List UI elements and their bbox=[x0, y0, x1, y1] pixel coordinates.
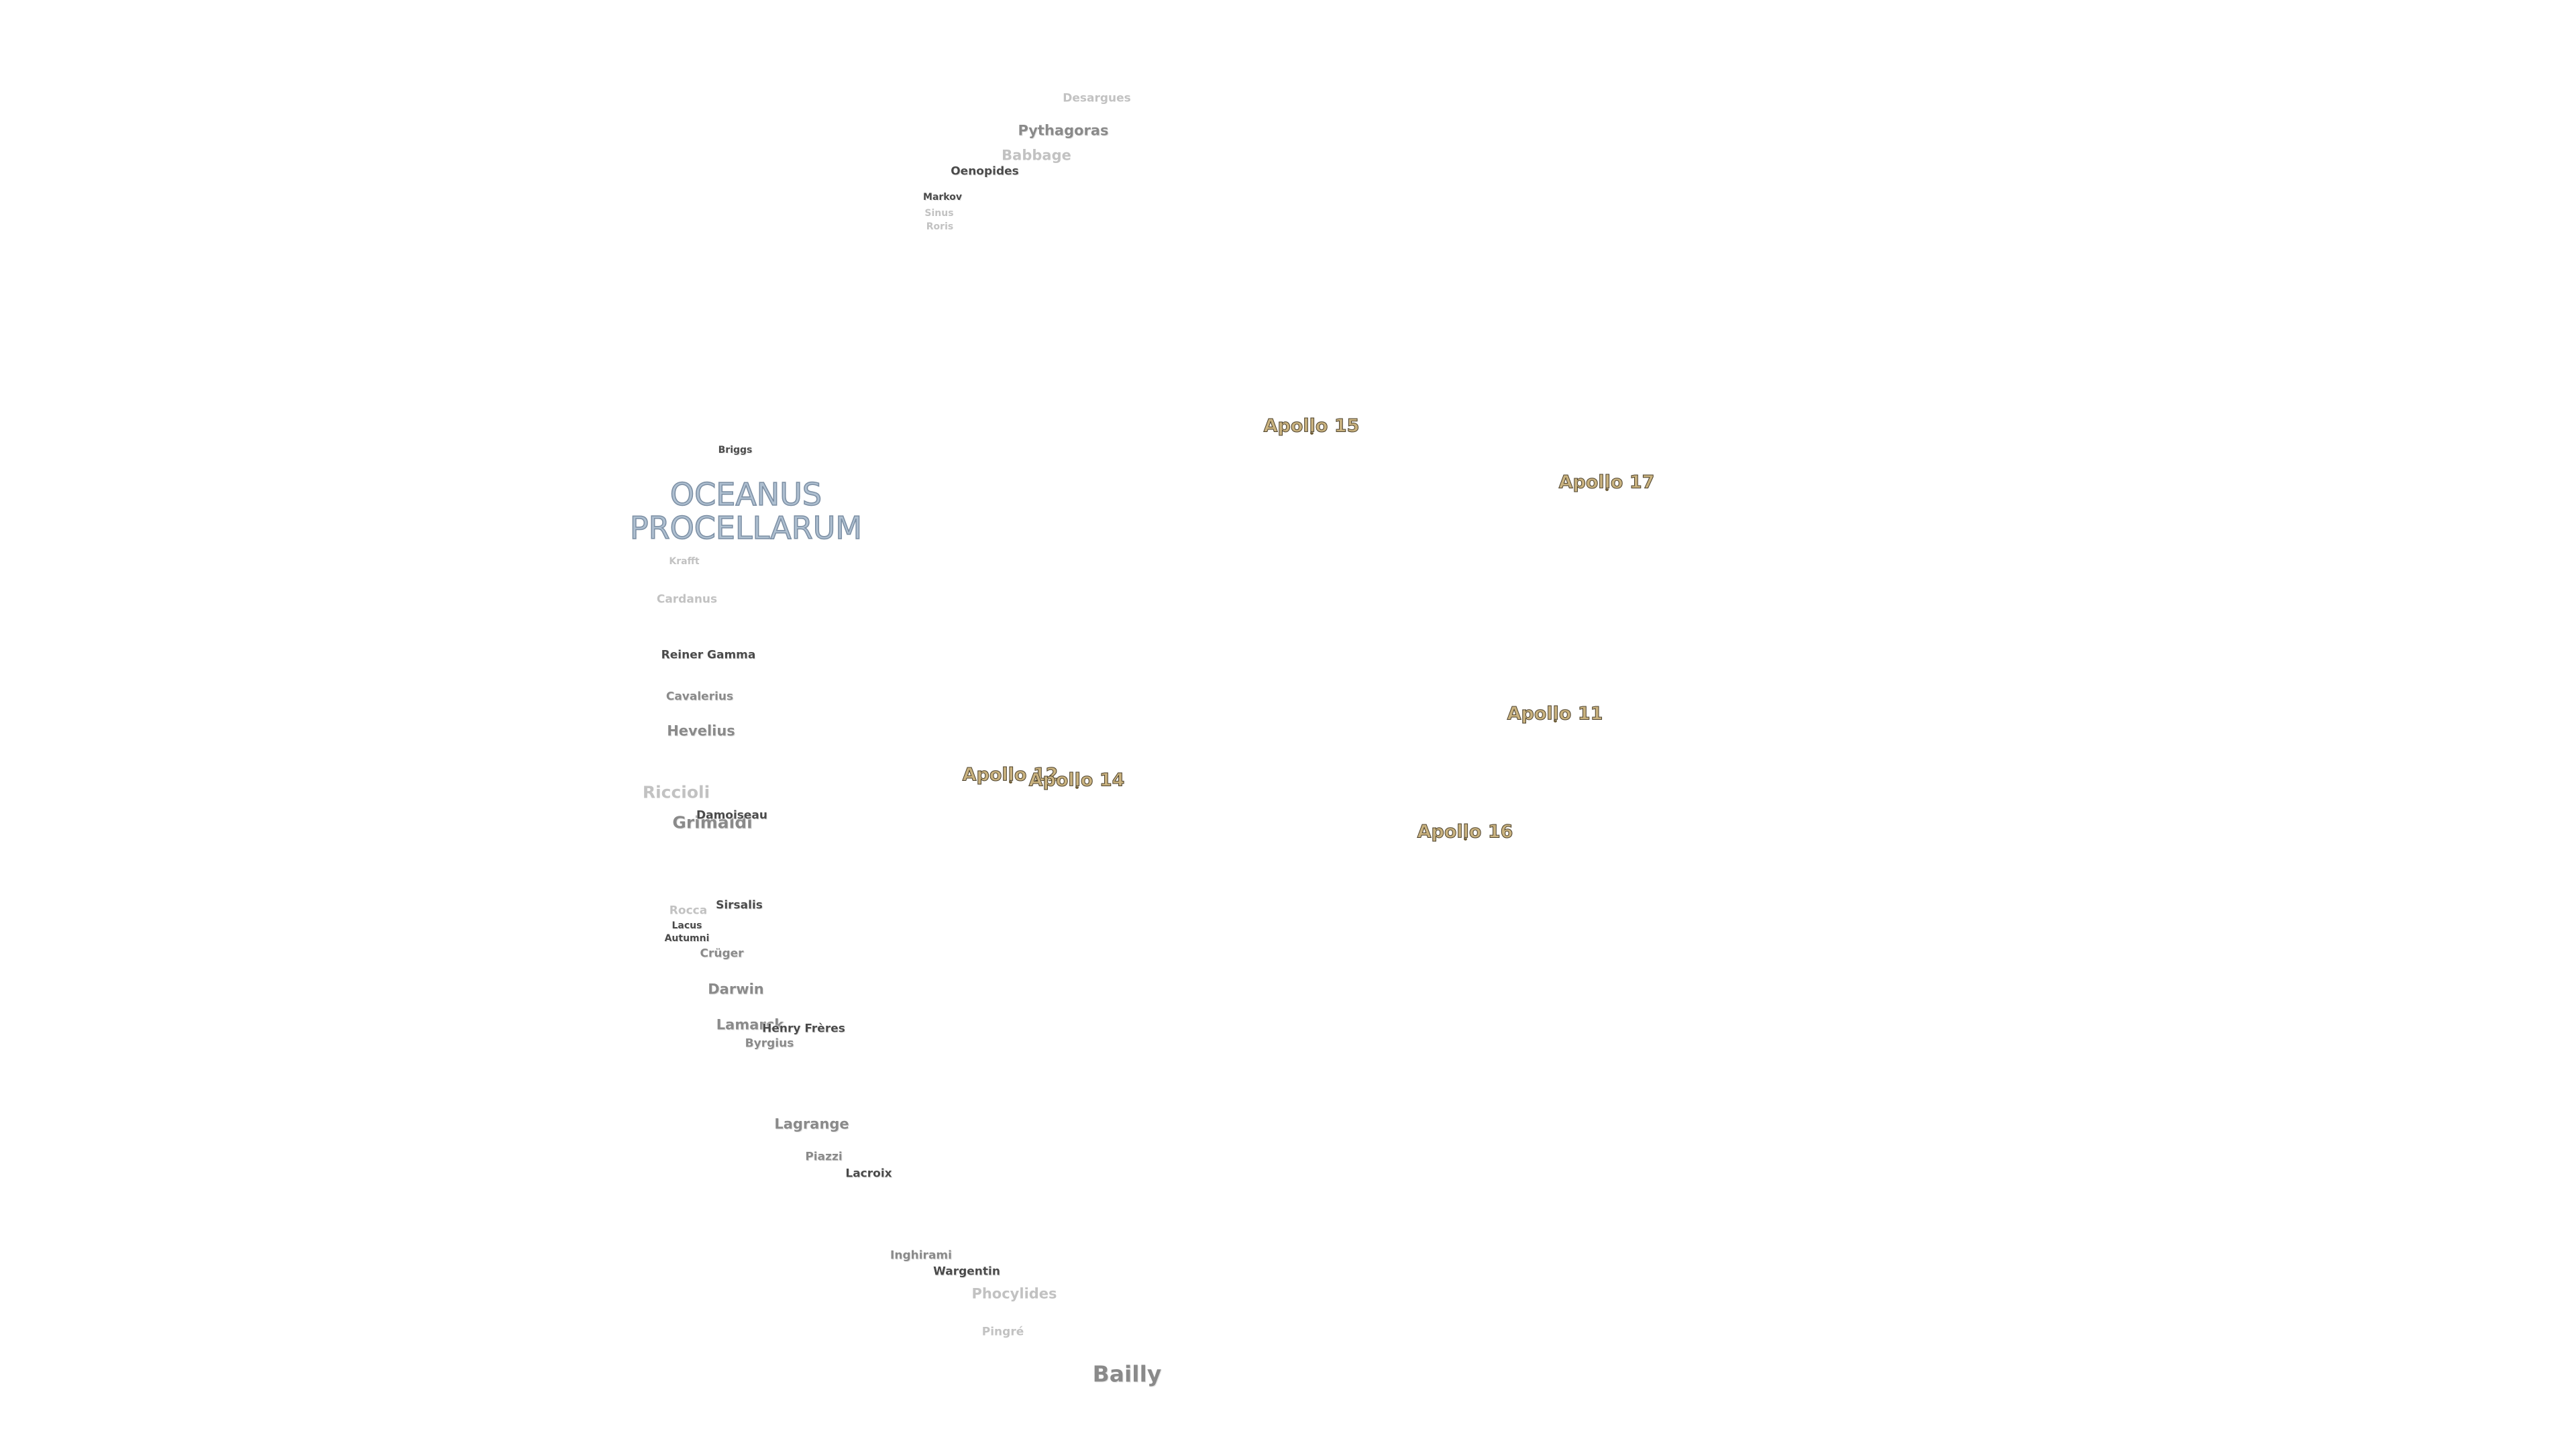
crater-label-pingre: Pingré bbox=[981, 1325, 1024, 1339]
crater-label-sirsalis: Sirsalis bbox=[716, 898, 763, 912]
crater-label-oenopides: Oenopides bbox=[951, 164, 1019, 178]
crater-label-pythagoras: Pythagoras bbox=[1018, 122, 1109, 139]
apollo-15-site-marker[interactable] bbox=[1309, 431, 1313, 435]
crater-label-rocca: Rocca bbox=[669, 904, 708, 918]
crater-label-lagrange: Lagrange bbox=[774, 1116, 849, 1132]
crater-label-damoiseau: Damoiseau bbox=[696, 808, 768, 822]
crater-label-piazzi: Piazzi bbox=[805, 1150, 843, 1164]
crater-label-phocylides: Phocylides bbox=[971, 1285, 1057, 1302]
apollo-label-apollo-16[interactable]: Apollo 16 bbox=[1417, 821, 1513, 843]
crater-label-reiner-gamma: Reiner Gamma bbox=[661, 648, 756, 662]
crater-label-cavalerius: Cavalerius bbox=[665, 690, 734, 704]
crater-label-markov: Markov bbox=[923, 192, 962, 203]
crater-label-wargentin: Wargentin bbox=[933, 1265, 1000, 1279]
crater-label-hevelius: Hevelius bbox=[667, 722, 735, 739]
crater-label-byrgius: Byrgius bbox=[745, 1036, 794, 1051]
apollo-label-apollo-11[interactable]: Apollo 11 bbox=[1507, 703, 1603, 724]
crater-label-grimaldi: Grimaldi bbox=[672, 812, 753, 833]
apollo-label-apollo-17[interactable]: Apollo 17 bbox=[1558, 472, 1655, 493]
crater-label-inghirami: Inghirami bbox=[890, 1248, 952, 1263]
crater-label-bailly: Bailly bbox=[1092, 1360, 1162, 1387]
mare-label-line-2: PROCELLARUM bbox=[629, 510, 863, 546]
crater-label-cardanus: Cardanus bbox=[656, 592, 718, 606]
crater-label-desargues: Desargues bbox=[1063, 91, 1131, 105]
mare-label-oceanus-procellarum: OCEANUS PROCELLARUM bbox=[629, 476, 863, 546]
apollo-14-site-marker[interactable] bbox=[1075, 785, 1079, 789]
apollo-12-site-marker[interactable] bbox=[1008, 780, 1012, 784]
crater-label-babbage: Babbage bbox=[1002, 147, 1071, 164]
crater-label-briggs: Briggs bbox=[718, 445, 753, 455]
crater-label-lamarck: Lamarck bbox=[716, 1016, 784, 1033]
apollo-17-site-marker[interactable] bbox=[1605, 487, 1609, 491]
crater-label-autumni: Autumni bbox=[664, 933, 710, 944]
crater-label-henry-freres: Henry Frères bbox=[762, 1022, 845, 1036]
apollo-16-site-marker[interactable] bbox=[1463, 837, 1467, 841]
apollo-label-apollo-12[interactable]: Apollo 12 bbox=[962, 764, 1059, 786]
crater-label-lacus: Lacus bbox=[672, 920, 702, 931]
apollo-11-site-marker[interactable] bbox=[1553, 718, 1557, 722]
crater-label-darwin: Darwin bbox=[708, 981, 764, 998]
crater-label-krafft: Krafft bbox=[669, 556, 700, 567]
apollo-label-apollo-14[interactable]: Apollo 14 bbox=[1028, 769, 1125, 791]
crater-label-cruger: Crüger bbox=[700, 947, 744, 961]
mare-label-line-1: OCEANUS bbox=[669, 476, 822, 513]
crater-label-riccioli: Riccioli bbox=[642, 782, 710, 802]
crater-label-roris: Roris bbox=[926, 221, 954, 232]
crater-label-sinus: Sinus bbox=[924, 208, 954, 219]
apollo-label-apollo-15[interactable]: Apollo 15 bbox=[1263, 415, 1360, 437]
crater-label-lacroix: Lacroix bbox=[845, 1167, 892, 1181]
